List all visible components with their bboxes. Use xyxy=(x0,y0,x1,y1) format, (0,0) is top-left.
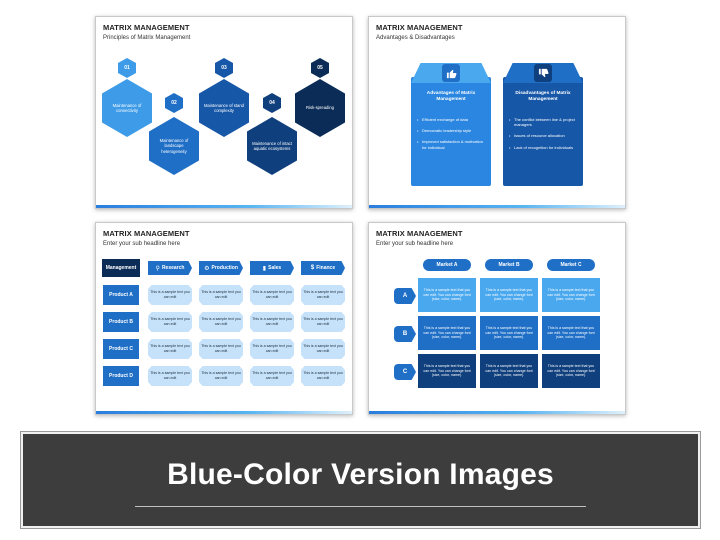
principle-text: Risk-spreading xyxy=(295,79,345,137)
principle-text: Maintenance of intact aquatic ecosystems xyxy=(247,117,297,175)
slide-title: MATRIX MANAGEMENT xyxy=(376,23,463,32)
slide-accent-line xyxy=(96,205,352,208)
bar-chart-icon: ▮ xyxy=(262,265,267,272)
slide-title: MATRIX MANAGEMENT xyxy=(376,229,463,238)
matrix-cell: This is a sample text that you can edit.… xyxy=(541,277,601,313)
column-header-finance: $Finance xyxy=(301,261,345,275)
version-banner: Blue-Color Version Images xyxy=(20,431,701,529)
principle-text: Maintenance of landscape heterogeneity xyxy=(149,117,199,175)
production-icon: ⚙ xyxy=(204,265,210,272)
thumbs-down-icon xyxy=(534,64,552,82)
slide-subtitle: Enter your sub headline here xyxy=(103,241,181,247)
table-cell: This is a sample text you can edit xyxy=(250,366,294,386)
list-item: Issues of resource allocation xyxy=(509,133,579,138)
table-cell: This is a sample text you can edit xyxy=(148,285,192,305)
table-cell: This is a sample text you can edit xyxy=(301,339,345,359)
slide-accent-line xyxy=(369,411,625,414)
matrix-cell: This is a sample text that you can edit.… xyxy=(417,277,477,313)
slide-title: MATRIX MANAGEMENT xyxy=(103,23,190,32)
advantages-card: Advantages of Matrix Management Efficien… xyxy=(411,63,491,186)
list-item: Democratic leadership style xyxy=(417,128,487,133)
column-header-production: ⚙Production xyxy=(199,261,243,275)
row-header-product-a: Product A xyxy=(102,284,140,306)
principle-number: 05 xyxy=(311,58,329,78)
column-header-market-b: Market B xyxy=(485,259,533,271)
column-header-research: ⚲Research xyxy=(148,261,192,275)
column-header-market-a: Market A xyxy=(423,259,471,271)
table-cell: This is a sample text you can edit xyxy=(148,312,192,332)
slide-accent-line xyxy=(369,205,625,208)
thumbs-up-icon xyxy=(442,64,460,82)
list-item: Lack of recognition for individuals xyxy=(509,145,579,150)
matrix-cell: This is a sample text that you can edit.… xyxy=(417,353,477,389)
table-cell: This is a sample text you can edit xyxy=(301,312,345,332)
table-cell: This is a sample text you can edit xyxy=(250,312,294,332)
row-header-product-b: Product B xyxy=(102,311,140,333)
row-header-b: B xyxy=(394,326,416,342)
row-header-a: A xyxy=(394,288,416,304)
principle-number: 03 xyxy=(215,58,233,78)
disadvantages-list: The conflict between line & project mana… xyxy=(509,117,579,156)
matrix-cell: This is a sample text that you can edit.… xyxy=(479,277,539,313)
principle-number: 01 xyxy=(118,58,136,78)
banner-divider xyxy=(135,506,586,507)
slide-product-matrix[interactable]: MATRIX MANAGEMENT Enter your sub headlin… xyxy=(95,222,353,415)
banner-title: Blue-Color Version Images xyxy=(167,458,554,491)
research-icon: ⚲ xyxy=(155,265,160,272)
table-cell: This is a sample text you can edit xyxy=(148,366,192,386)
table-cell: This is a sample text you can edit xyxy=(250,285,294,305)
table-cell: This is a sample text you can edit xyxy=(250,339,294,359)
principle-number: 04 xyxy=(263,93,281,113)
matrix-cell: This is a sample text that you can edit.… xyxy=(541,315,601,351)
table-cell: This is a sample text you can edit xyxy=(148,339,192,359)
table-cell: This is a sample text you can edit xyxy=(301,366,345,386)
money-hand-icon: $ xyxy=(310,265,315,271)
row-header-c: C xyxy=(394,364,416,380)
matrix-cell: This is a sample text that you can edit.… xyxy=(479,315,539,351)
list-item: Improved satisfaction & motivation for i… xyxy=(417,139,487,149)
column-header-sales: ▮Sales xyxy=(250,261,294,275)
principle-number: 02 xyxy=(165,93,183,113)
corner-header: Management xyxy=(102,259,140,277)
slide-title: MATRIX MANAGEMENT xyxy=(103,229,190,238)
principle-text: Maintenance of connectivity xyxy=(102,79,152,137)
slide-advantages[interactable]: MATRIX MANAGEMENT Advantages & Disadvant… xyxy=(368,16,626,209)
table-cell: This is a sample text you can edit xyxy=(199,366,243,386)
list-item: Efficient exchange of data xyxy=(417,117,487,122)
disadvantages-card: Disadvantages of Matrix Management The c… xyxy=(503,63,583,186)
slide-principles[interactable]: MATRIX MANAGEMENT Principles of Matrix M… xyxy=(95,16,353,209)
table-cell: This is a sample text you can edit xyxy=(199,285,243,305)
table-cell: This is a sample text you can edit xyxy=(199,339,243,359)
row-header-product-d: Product D xyxy=(102,365,140,387)
matrix-cell: This is a sample text that you can edit.… xyxy=(417,315,477,351)
slide-subtitle: Advantages & Disadvantages xyxy=(376,35,455,41)
card-heading: Disadvantages of Matrix Management xyxy=(515,91,571,102)
advantages-list: Efficient exchange of data Democratic le… xyxy=(417,117,487,156)
slide-subtitle: Enter your sub headline here xyxy=(376,241,454,247)
slide-market-matrix[interactable]: MATRIX MANAGEMENT Enter your sub headlin… xyxy=(368,222,626,415)
table-cell: This is a sample text you can edit xyxy=(301,285,345,305)
card-heading: Advantages of Matrix Management xyxy=(426,91,476,102)
list-item: The conflict between line & project mana… xyxy=(509,117,579,127)
slide-accent-line xyxy=(96,411,352,414)
table-cell: This is a sample text you can edit xyxy=(199,312,243,332)
slide-subtitle: Principles of Matrix Management xyxy=(103,35,191,41)
matrix-cell: This is a sample text that you can edit.… xyxy=(479,353,539,389)
matrix-cell: This is a sample text that you can edit.… xyxy=(541,353,601,389)
row-header-product-c: Product C xyxy=(102,338,140,360)
principle-text: Maintenance of stand complexity xyxy=(199,79,249,137)
column-header-market-c: Market C xyxy=(547,259,595,271)
